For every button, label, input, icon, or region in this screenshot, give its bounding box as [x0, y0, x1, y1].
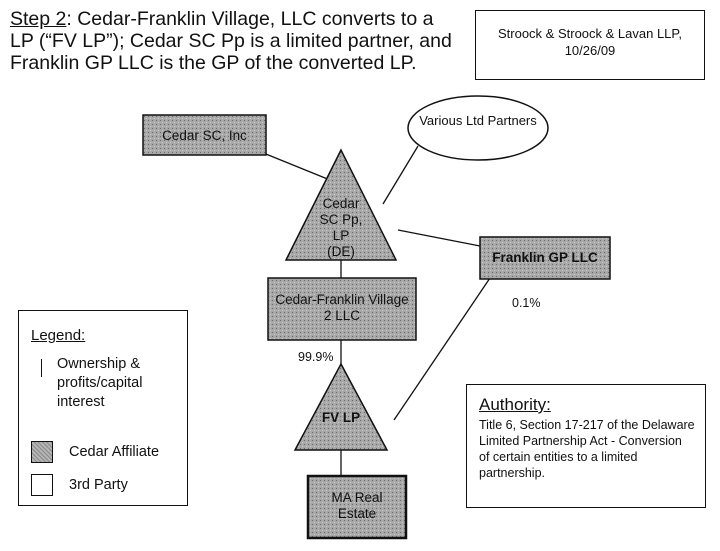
legend-third-party-label: 3rd Party [69, 477, 128, 493]
firm-stamp: Stroock & Stroock & Lavan LLP, 10/26/09 [475, 10, 705, 80]
ma-real-estate-box [306, 474, 408, 540]
cedar-sc-inc-box [142, 114, 267, 156]
legend-title: Legend: [31, 327, 86, 344]
cedar-sc-pp-triangle [284, 148, 398, 261]
authority-body: Title 6, Section 17-217 of the Delaware … [479, 418, 695, 480]
various-ltd-partners-label: Various Ltd Partners [419, 113, 537, 128]
fv-lp-label: FV LP [321, 410, 361, 425]
cfv2-box [267, 277, 417, 341]
legend-ownership-label: Ownership & profits/capital interest [57, 356, 143, 410]
franklin-gp-box [479, 236, 611, 280]
various-ltd-partners-ellipse [407, 95, 549, 161]
authority-title: Authority: [479, 395, 551, 414]
step-label: Step 2 [10, 8, 67, 30]
franklin-percentage: 0.1% [512, 296, 541, 310]
cfv2-percentage: 99.9% [298, 350, 334, 364]
franklin-gp-label: Franklin GP LLC [492, 250, 598, 265]
diagram-title: Step 2: Cedar-Franklin Village, LLC conv… [10, 8, 460, 74]
firm-name: Stroock & Stroock & Lavan LLP, [497, 26, 683, 41]
third-party-swatch [31, 474, 53, 496]
cfv2-label: Cedar-Franklin Village 2 LLC [275, 292, 409, 323]
authority-box: Authority: Title 6, Section 17-217 of th… [466, 384, 706, 508]
legend-affiliate-label: Cedar Affiliate [69, 444, 160, 460]
legend-box: Legend: Ownership & profits/capital inte… [18, 310, 188, 506]
affiliate-swatch [31, 441, 53, 463]
stamp-date: 10/26/09 [564, 43, 616, 58]
title-text: : Cedar-Franklin Village, LLC converts t… [10, 8, 452, 74]
ownership-line-symbol [41, 359, 42, 377]
fv-lp-triangle [293, 362, 389, 451]
line-ltd-partners-to-pp [382, 145, 419, 205]
line-franklin-to-fvlp [393, 277, 491, 421]
line-cedar-inc-to-pp [255, 149, 331, 181]
cedar-sc-inc-label: Cedar SC, Inc [162, 128, 247, 143]
line-pp-to-franklin [397, 229, 481, 247]
ownership-lines [255, 145, 491, 476]
ma-real-estate-label: MA Real Estate [331, 490, 383, 521]
cedar-sc-pp-label: Cedar SC Pp, LP (DE) [319, 196, 363, 259]
